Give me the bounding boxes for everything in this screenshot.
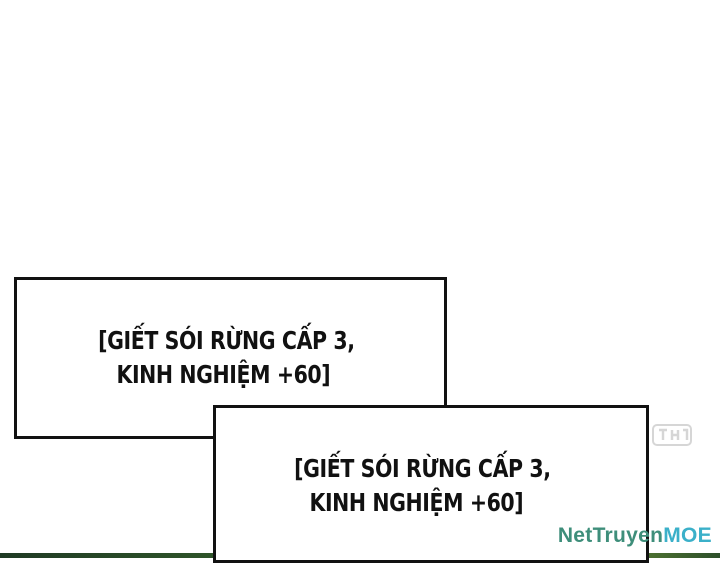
watermark-brand: NetTruyen (557, 524, 664, 547)
notification-text-line: KINH NGHIỆM +60] (309, 488, 523, 517)
watermark-suffix: MOE (663, 524, 712, 547)
site-watermark: NetTruyenMOE (558, 524, 712, 548)
notification-text-line: [GIẾT SÓI RỪNG CẤP 3, (98, 326, 355, 355)
notification-box-lower: [GIẾT SÓI RỪNG CẤP 3, KINH NGHIỆM +60] (213, 405, 649, 563)
notification-text-line: [GIẾT SÓI RỪNG CẤP 3, (293, 454, 551, 483)
faded-logo-icon (652, 424, 692, 446)
notification-text-line: KINH NGHIỆM +60] (116, 360, 331, 389)
